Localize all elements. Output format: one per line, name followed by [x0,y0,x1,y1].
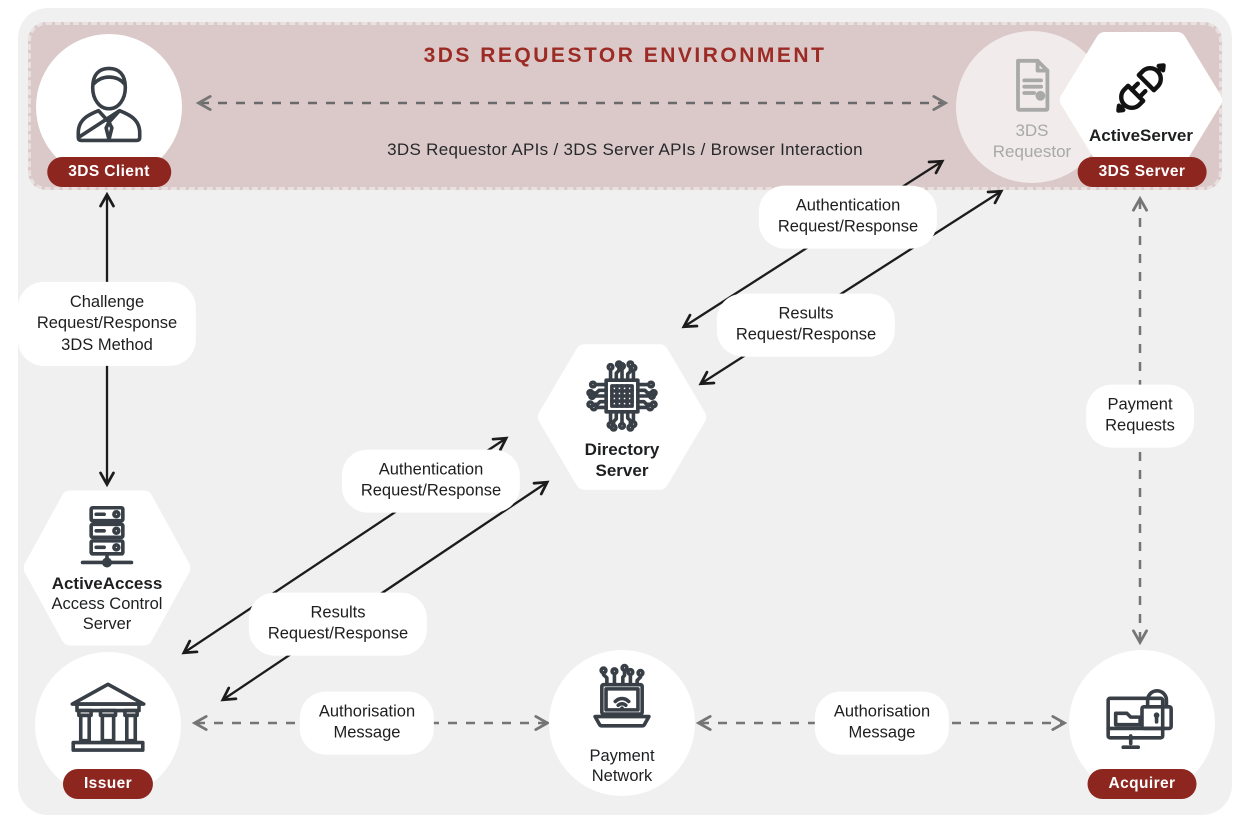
node-access-control-server: ActiveAccess Access Control Server [23,486,191,650]
edge-label-payment-requests: Payment Requests [1086,384,1194,448]
edge-label-challenge: Challenge Request/Response 3DS Method [17,281,197,367]
bank-icon [61,673,155,767]
node-3ds-requestor: 3DS Requestor [956,31,1108,183]
laptop-network-icon [580,662,664,746]
banner-subtitle: 3DS Requestor APIs / 3DS Server APIs / B… [387,140,863,159]
3ds-server-badge: 3DS Server [1077,157,1207,187]
node-active-server: ActiveServer [1059,28,1223,172]
issuer-badge: Issuer [62,769,154,799]
requestor-label-line1: 3DS [1015,121,1049,141]
directory-label-line2: Server [595,461,649,480]
3ds-client-badge: 3DS Client [47,157,171,187]
node-payment-network: Payment Network [549,650,695,796]
edge-label-authentication-left: Authentication Request/Response [341,449,521,513]
secure-terminal-icon [1095,672,1189,766]
chip-icon [578,352,666,440]
document-icon [997,51,1067,121]
acs-label-line2: Server [82,615,132,634]
banner-title: 3DS REQUESTOR ENVIRONMENT [423,44,827,67]
directory-label-line1: Directory [584,440,660,460]
active-server-name: ActiveServer [1089,125,1193,145]
node-3ds-client [36,34,182,180]
edge-label-authentication-right: Authentication Request/Response [758,185,938,249]
server-stack-icon [71,502,143,574]
requestor-label-line2: Requestor [992,142,1072,161]
edge-label-results-right: Results Request/Response [716,293,896,357]
edge-label-authorisation-right: Authorisation Message [814,691,950,755]
acs-name: ActiveAccess [51,573,163,593]
edge-label-authorisation-left: Authorisation Message [299,691,435,755]
acs-label-line1: Access Control [51,595,163,614]
payment-network-line1: Payment [589,746,655,765]
edge-label-results-left: Results Request/Response [248,592,428,656]
payment-network-line2: Network [591,767,653,785]
node-directory-server: Directory Server [537,340,707,494]
person-icon [61,55,157,151]
hexagon-shape [23,490,191,646]
acquirer-badge: Acquirer [1087,769,1197,799]
plug-icon [1103,50,1179,126]
node-issuer [35,652,181,798]
